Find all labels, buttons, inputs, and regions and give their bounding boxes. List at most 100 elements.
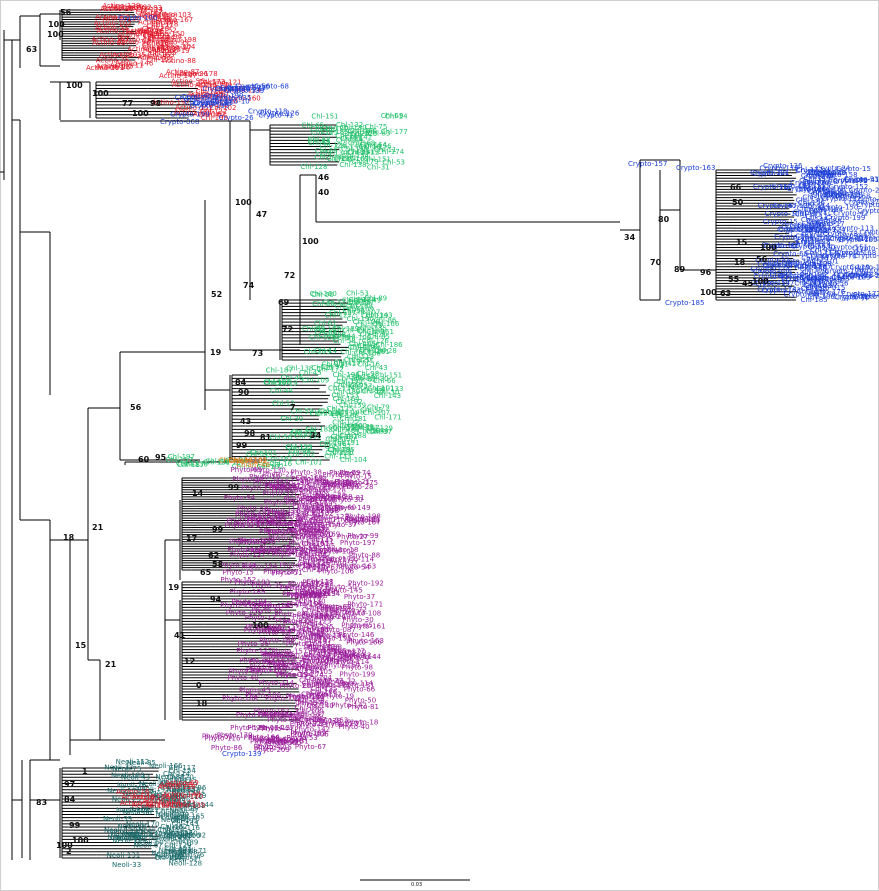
tip-label-smear: Phyto-67 <box>295 743 326 751</box>
tip-label-smear: Chl-177 <box>811 252 838 260</box>
tip-label-smear: Chl-15 <box>308 138 331 146</box>
tip-label-smear: Chl-113 <box>347 353 374 361</box>
tip-label-smear: Chl-188 <box>339 432 366 440</box>
tip-label-smear: Phyto-22 <box>263 471 294 479</box>
tip-label-smear: Chl-107 <box>297 512 324 520</box>
tip-label-smear: Actino-153 <box>174 108 212 116</box>
tip-label-smear: Neoli-170 <box>126 821 160 829</box>
tip-label-smear: Chl-131 <box>304 483 331 491</box>
tip-label-smear: Neoli-110 <box>169 793 203 801</box>
tip-label-smear: Phyto-42 <box>254 743 285 751</box>
tip-label-smear: Phyto-187 <box>263 568 299 576</box>
tip-label-smear: Phyto-162 <box>254 707 290 715</box>
tip-label-smear: Actino-83 <box>129 4 163 12</box>
tip-label-smear: Chl-166 <box>310 688 338 696</box>
tip-label-smear: Chl-198 <box>808 290 835 298</box>
tip-label-smear: Phyto-118 <box>265 507 301 515</box>
tip-label-smear: Crypto-185 <box>810 276 849 284</box>
tip-label-smear: Chl-115 <box>170 776 197 784</box>
bootstrap-label: 40 <box>318 188 330 197</box>
tip-label-smear: Chl-102 <box>209 104 236 112</box>
tip-label-smear: Actino-139 <box>167 802 205 810</box>
tip-label-smear: Chl-136 <box>181 461 209 469</box>
tip-label-smear: Chl-179 <box>348 343 375 351</box>
tip-label-smear: Chl-24 <box>318 407 341 415</box>
tip-label-smear: Chl-132 <box>295 592 322 600</box>
tip-label-smear: Phyto-45 <box>239 687 270 695</box>
tip-label-smear: Chl-173 <box>198 78 225 86</box>
tip-label-smear: Phyto-19 <box>323 693 354 701</box>
tip-label-smear: Chl-196 <box>804 180 832 188</box>
tip-label-smear: Chl-28 <box>374 347 397 355</box>
tip-label-smear: Phyto-194 <box>242 562 278 570</box>
tip-label-smear: Chl-172 <box>796 166 823 174</box>
tip-label-smear: Phyto-33 <box>267 509 298 517</box>
tip-label-smear: Chl-176 <box>308 646 336 654</box>
tip-label-smear: Actino-151 <box>175 104 213 112</box>
tip-label-smear: Phyto-72 <box>324 678 355 686</box>
tip-label-smear: Actino-115 <box>96 62 134 70</box>
tip-label-smear: Phyto-194 <box>277 671 313 679</box>
tip-label-smear: Crypto-145 <box>803 276 842 284</box>
tip-label-smear: Phyto-163 <box>340 563 376 571</box>
tip-label-smear: Phyto-121 <box>334 516 370 524</box>
tip-label-smear: Crypto-133 <box>779 226 818 234</box>
tip-label-smear: Chl-102 <box>257 463 284 471</box>
tip-label-smear: Crypto-174 <box>757 286 797 294</box>
tip-label-smear: Chl-125 <box>303 554 330 562</box>
tip-label-smear: Chl-164 <box>300 549 328 557</box>
tip-label-smear: Phyto-167 <box>267 659 303 667</box>
tip-label-smear: Chl-66 <box>312 300 335 308</box>
tip-label-smear: Actino-93 <box>138 53 172 61</box>
tip-label-smear: Crypto-121 <box>750 169 789 177</box>
tip-label-smear: Phyto-85 <box>341 622 372 630</box>
tip-label-smear: Chl-151 <box>311 113 338 121</box>
tip-label-smear: Chl-197 <box>294 545 321 553</box>
tip-label-smear: Phyto-15 <box>276 671 307 679</box>
bootstrap-label: 56 <box>60 8 72 17</box>
tip-label-smear: Phyto-37 <box>255 624 286 632</box>
tip-label-smear: Chl-187 <box>266 367 293 375</box>
tip-label-smear: Chl-100 <box>302 679 329 687</box>
tip-label-smear: Chl-197 <box>299 716 326 724</box>
tip-label-smear: Phyto-123 <box>313 513 349 521</box>
bootstrap-label: 83 <box>36 798 47 807</box>
tip-label-smear: Chl-100 <box>299 660 326 668</box>
tip-label-smear: Chl-79 <box>310 410 333 418</box>
tip-label-smear: Chl-126 <box>319 141 347 149</box>
bootstrap-label: 56 <box>756 255 768 264</box>
tip-label-smear: Chl-149 <box>336 136 363 144</box>
tip-label-smear: Phyto-35 <box>309 631 340 639</box>
tip-label-smear: Actino-152 <box>139 26 177 34</box>
tip-label-smear: Phyto-114 <box>334 658 370 666</box>
tip-label-smear: Crypto-71 <box>763 261 798 269</box>
tip-label-smear: Crypto-37 <box>202 85 237 93</box>
tip-label-smear: Chl-132 <box>298 559 325 567</box>
tip-label-smear: Chl-127 <box>347 299 374 307</box>
tip-label-smear: Chl-103 <box>201 101 228 109</box>
tip-label-smear: Phyto-36 <box>250 663 282 671</box>
tip-label-smear: Chl-101 <box>367 384 394 392</box>
tip-label-smear: Phyto-63 <box>229 667 260 675</box>
tip-label-smear: Phyto-125 <box>226 609 262 617</box>
tip-label-smear: Neoli-88 <box>123 808 152 816</box>
bootstrap-label: 99 <box>228 483 240 492</box>
tip-label-smear: Chl-118 <box>299 524 326 532</box>
tip-label-smear: Crypto-26 <box>227 85 262 93</box>
tip-label-smear: Phyto-163 <box>312 716 348 724</box>
tip-label-smear: Chl-35 <box>357 342 380 350</box>
tip-label: Crypto-094 <box>806 252 846 260</box>
tip-label-smear: Actino-198 <box>118 31 156 39</box>
tip-label-smear: Chl-44 <box>333 333 356 341</box>
tip-label-smear: Chl-187 <box>135 8 162 16</box>
tip-label-smear: Chl-126 <box>298 629 326 637</box>
tip-label-smear: Actino-128 <box>102 2 140 10</box>
tip-label-smear: Actino-148 <box>163 791 201 799</box>
tip-label-smear: Phyto-136 <box>304 643 340 651</box>
tip-label-smear: Chl-185 <box>308 542 335 550</box>
tip-label-smear: Crypto-141 <box>793 234 832 242</box>
tip-label-smear: Chl-55 <box>308 139 331 147</box>
tip-label-smear: Chl-115 <box>334 358 361 366</box>
tip-label-smear: Chl-174 <box>377 148 405 156</box>
